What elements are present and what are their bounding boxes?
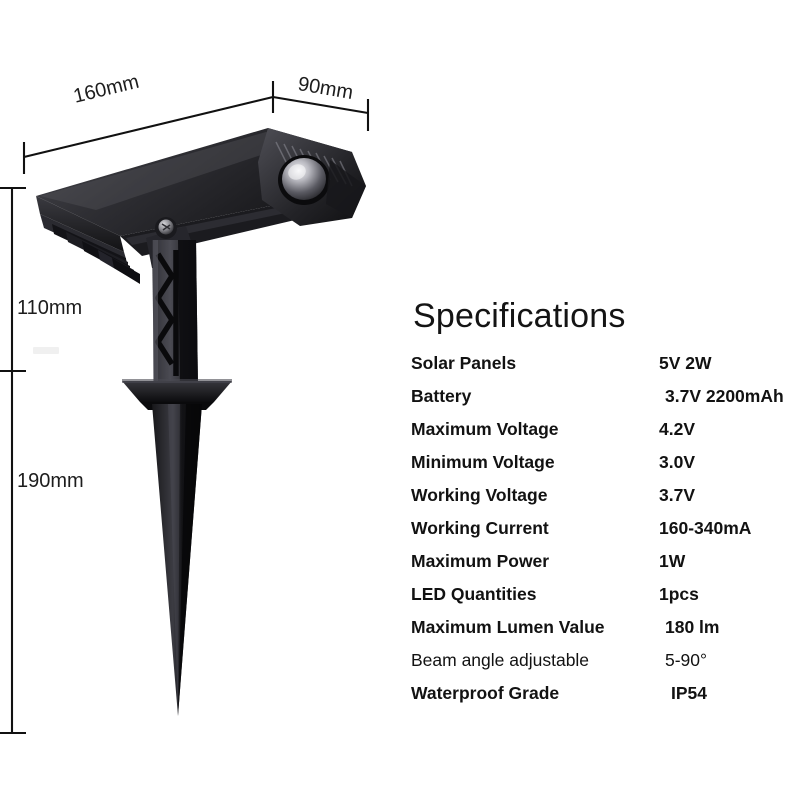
spec-label: Minimum Voltage: [411, 452, 555, 472]
spec-label: Battery: [411, 386, 472, 406]
spec-label: Maximum Voltage: [411, 419, 559, 439]
post-lattice-pattern: [155, 250, 179, 376]
dimension-line-width: [23, 95, 274, 159]
spec-row: Waterproof Grade IP54: [411, 683, 800, 716]
product-illustration: [0, 81, 370, 735]
lamp-head-side-shade: [326, 160, 366, 218]
spec-label: Beam angle adjustable: [411, 650, 590, 670]
flange-top: [122, 381, 232, 402]
spec-label: Working Voltage: [411, 485, 548, 505]
spec-value: 5V 2W: [659, 353, 712, 373]
product-figure: 160mm 90mm 110mm 190mm: [0, 71, 370, 735]
figure-watermark: [33, 347, 59, 354]
spike-rib-highlight: [168, 404, 180, 716]
post-edge-highlight: [153, 240, 158, 388]
spec-label: Solar Panels: [411, 353, 517, 373]
lamp-head: [258, 128, 366, 226]
spec-row: Working Current 160-340mA: [411, 518, 800, 551]
heatsink-fin-skirt: [40, 214, 140, 284]
spec-row: Maximum Power 1W: [411, 551, 800, 584]
screw-slot: [161, 223, 171, 231]
specifications-panel: Specifications Solar Panels 5V 2W Battery 3…: [411, 296, 800, 716]
spec-value: 4.2V: [659, 419, 695, 439]
spec-value: 1pcs: [659, 584, 699, 604]
spec-value: 3.0V: [659, 452, 695, 472]
spec-row: Beam angle adjustable 5-90°: [411, 650, 800, 683]
spec-row: Maximum Lumen Value 180 lm: [411, 617, 800, 650]
dimension-label-upper-height: 110mm: [17, 297, 83, 319]
spec-row: Maximum Voltage 4.2V: [411, 419, 800, 452]
spec-label: Maximum Power: [411, 551, 550, 571]
spec-value: 180 lm: [665, 617, 720, 637]
spec-value: 160-340mA: [659, 518, 752, 538]
spec-label: LED Quantities: [411, 584, 537, 604]
spec-value: 3.7V 2200mAh: [665, 386, 784, 406]
spec-value: 1W: [659, 551, 686, 571]
spec-row: Battery 3.7V 2200mAh: [411, 386, 800, 419]
spec-value: IP54: [671, 683, 707, 703]
spec-label: Waterproof Grade: [411, 683, 560, 703]
post-shadow-side: [178, 240, 198, 388]
spec-label: Working Current: [411, 518, 549, 538]
solar-panel-housing: [36, 128, 352, 284]
spec-row: Minimum Voltage 3.0V: [411, 452, 800, 485]
spike-shadow-side: [178, 404, 202, 716]
solar-panel-front-face: [36, 196, 124, 252]
spec-label: Maximum Lumen Value: [411, 617, 605, 637]
dimension-label-lower-height: 190mm: [17, 470, 84, 492]
lens-highlight: [288, 164, 306, 180]
spec-row: LED Quantities 1pcs: [411, 584, 800, 617]
ground-spike: [152, 404, 202, 716]
spec-value: 5-90°: [665, 650, 708, 670]
mounting-post: [152, 240, 198, 388]
solar-panel-sheen: [40, 132, 300, 210]
spec-value: 3.7V: [659, 485, 695, 505]
specifications-title: Specifications: [413, 297, 626, 335]
spec-row: Working Voltage 3.7V: [411, 485, 800, 518]
dimension-line-depth: [272, 95, 369, 115]
dimension-lines: [0, 81, 370, 735]
lens: [282, 158, 326, 200]
spec-row: Solar Panels 5V 2W: [411, 353, 800, 386]
flange-highlight: [122, 379, 232, 383]
